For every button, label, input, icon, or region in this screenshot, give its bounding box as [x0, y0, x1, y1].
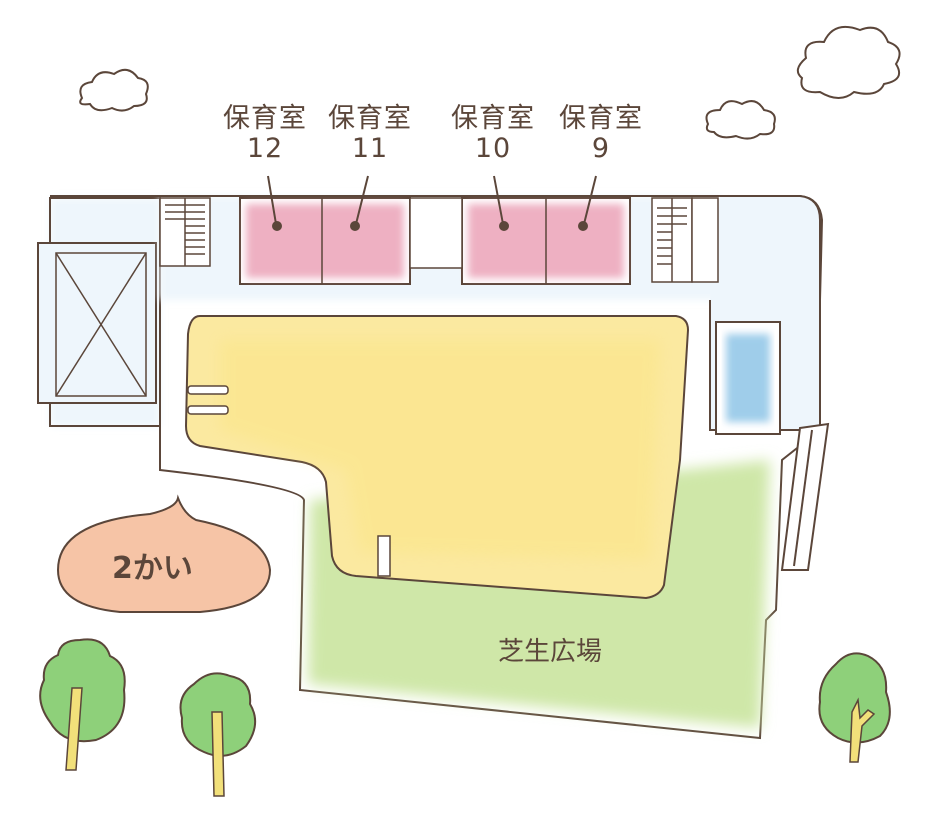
tree-icon [179, 672, 257, 797]
floor-label: 2かい [112, 551, 193, 586]
room-label-12: 保育室 12 [223, 103, 307, 165]
room-pointers [267, 175, 597, 231]
left-wing [37, 197, 161, 427]
site-outline [50, 425, 821, 740]
tree-icon [818, 652, 891, 763]
bench [187, 385, 391, 577]
room-label-11: 保育室 11 [328, 103, 412, 165]
room-label-10: 保育室 10 [451, 103, 535, 165]
nursery-rooms [239, 197, 631, 285]
cloud-icon [705, 100, 776, 140]
pool [715, 321, 781, 435]
cloud-icon [79, 68, 149, 112]
ramp [780, 422, 830, 571]
tree-icon [39, 638, 126, 771]
stairs-left [159, 197, 211, 267]
stairs-right [651, 197, 719, 283]
lawn-label: 芝生広場 [498, 637, 603, 667]
floor-badge [56, 494, 272, 613]
room-label-9: 保育室 9 [559, 103, 643, 165]
cloud-icon [796, 26, 901, 99]
